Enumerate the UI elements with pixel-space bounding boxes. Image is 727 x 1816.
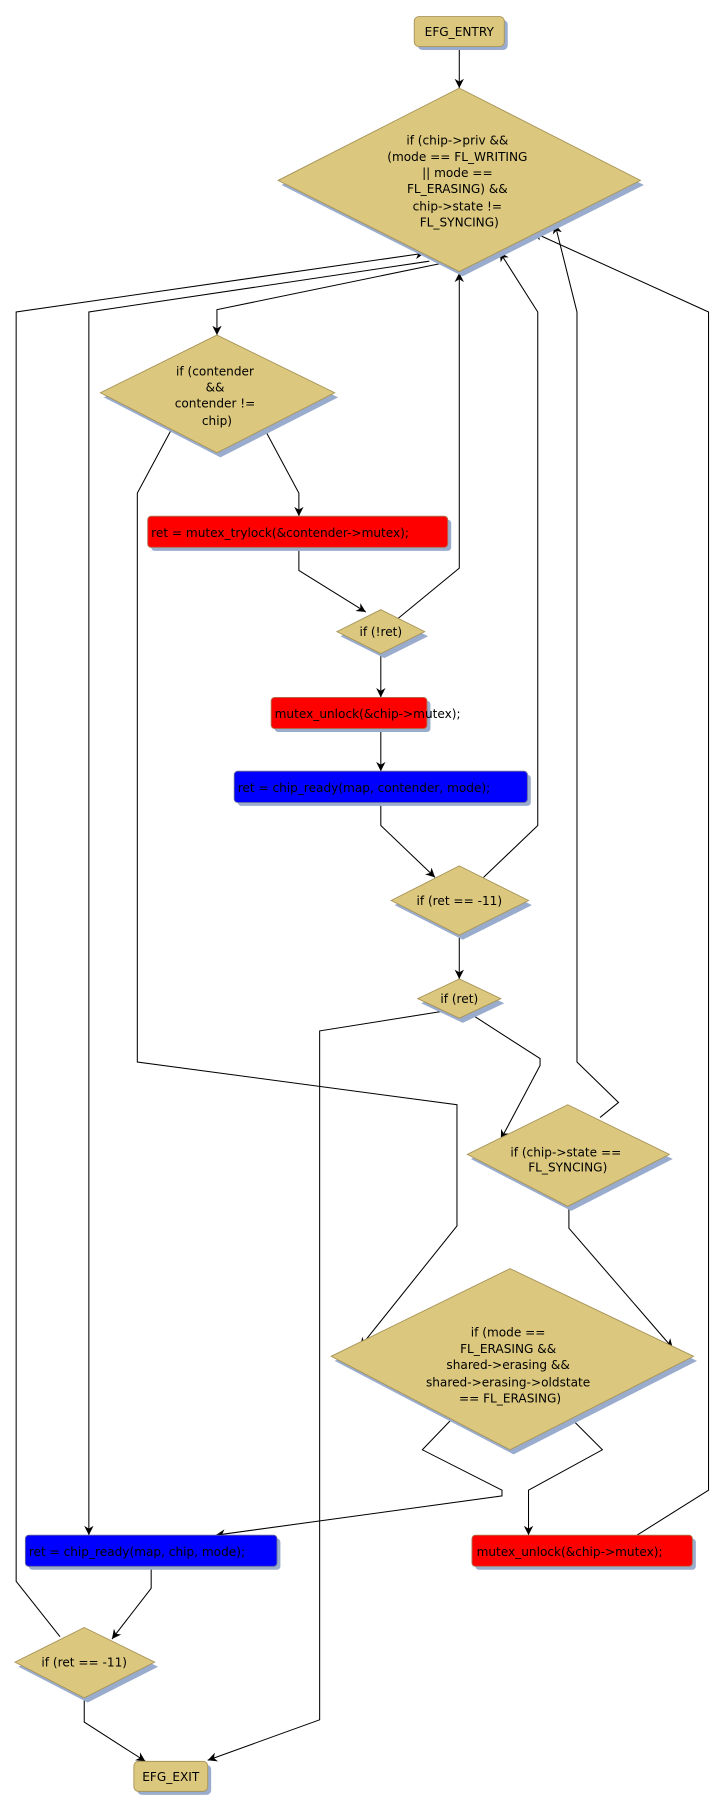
node-label: if (chip->state == FL_SYNCING) bbox=[510, 1146, 625, 1175]
node-efg-entry[interactable]: EFG_ENTRY bbox=[413, 16, 508, 51]
node-label: ret = chip_ready(map, chip, mode); bbox=[29, 1545, 245, 1559]
node-label: if (ret == -11) bbox=[416, 894, 502, 908]
call-mutex-unlock-2[interactable]: mutex_unlock(&chip->mutex); bbox=[471, 1534, 696, 1570]
decision-ret-eagain-1[interactable]: if (ret == -11) bbox=[390, 865, 532, 940]
node-label: if (ret) bbox=[440, 992, 478, 1006]
decision-not-ret[interactable]: if (!ret) bbox=[335, 609, 429, 659]
decision-ret[interactable]: if (ret) bbox=[416, 978, 505, 1023]
call-mutex-unlock-1[interactable]: mutex_unlock(&chip->mutex); bbox=[270, 696, 461, 733]
node-label: EFG_ENTRY bbox=[425, 25, 495, 39]
edge-d7-unlock2 bbox=[523, 1419, 604, 1536]
edge-d7-ready2 bbox=[215, 1419, 503, 1539]
edge-d3-d1 bbox=[394, 272, 464, 622]
node-label: EFG_EXIT bbox=[142, 1770, 200, 1784]
decision-contender[interactable]: if (contender && contender != chip) bbox=[99, 334, 339, 458]
edge-d1-d2 bbox=[212, 263, 441, 336]
node-label: if (mode == FL_ERASING && shared->erasin… bbox=[426, 1326, 594, 1406]
node-label: if (ret == -11) bbox=[41, 1656, 127, 1670]
edge-d1-ready2 bbox=[84, 260, 430, 1536]
node-label: if (contender && contender != chip) bbox=[175, 364, 259, 428]
edge-trylock-d3 bbox=[298, 547, 367, 613]
node-label: ret = chip_ready(map, contender, mode); bbox=[238, 781, 491, 795]
node-label: mutex_unlock(&chip->mutex); bbox=[477, 1545, 663, 1559]
edge-d5-d6 bbox=[471, 1014, 541, 1140]
edge-unlock2-d1 bbox=[532, 231, 710, 1536]
decision-chip-syncing[interactable]: if (chip->state == FL_SYNCING) bbox=[466, 1104, 673, 1211]
call-chip-ready-contender[interactable]: ret = chip_ready(map, contender, mode); bbox=[233, 770, 531, 806]
edge-ready1-d4 bbox=[380, 802, 436, 878]
edge-d5-exit bbox=[207, 1009, 451, 1762]
edge-d2-d7 bbox=[136, 428, 458, 1348]
call-mutex-trylock[interactable]: ret = mutex_trylock(&contender->mutex); bbox=[147, 515, 452, 551]
edge-d8-exit bbox=[83, 1697, 146, 1762]
edge-d6-d7 bbox=[568, 1206, 674, 1349]
edge-d6-d1 bbox=[552, 224, 620, 1118]
decision-ret-eagain-2[interactable]: if (ret == -11) bbox=[13, 1626, 159, 1703]
edge-d4-d1 bbox=[483, 251, 539, 878]
node-efg-exit[interactable]: EFG_EXIT bbox=[133, 1760, 212, 1795]
node-label: if (chip->priv && (mode == FL_WRITING ||… bbox=[387, 134, 531, 230]
edge-d8-d1 bbox=[15, 249, 425, 1638]
edge-ready2-d8 bbox=[111, 1565, 152, 1640]
decision-chip-priv[interactable]: if (chip->priv && (mode == FL_WRITING ||… bbox=[277, 87, 644, 277]
node-label: mutex_unlock(&chip->mutex); bbox=[275, 707, 461, 721]
edges bbox=[15, 46, 710, 1762]
decision-mode-erasing[interactable]: if (mode == FL_ERASING && shared->erasin… bbox=[330, 1268, 697, 1455]
edge-d2-trylock bbox=[263, 428, 304, 517]
call-chip-ready-chip[interactable]: ret = chip_ready(map, chip, mode); bbox=[24, 1534, 281, 1570]
node-label: ret = mutex_trylock(&contender->mutex); bbox=[151, 526, 409, 540]
node-label: if (!ret) bbox=[359, 625, 402, 639]
